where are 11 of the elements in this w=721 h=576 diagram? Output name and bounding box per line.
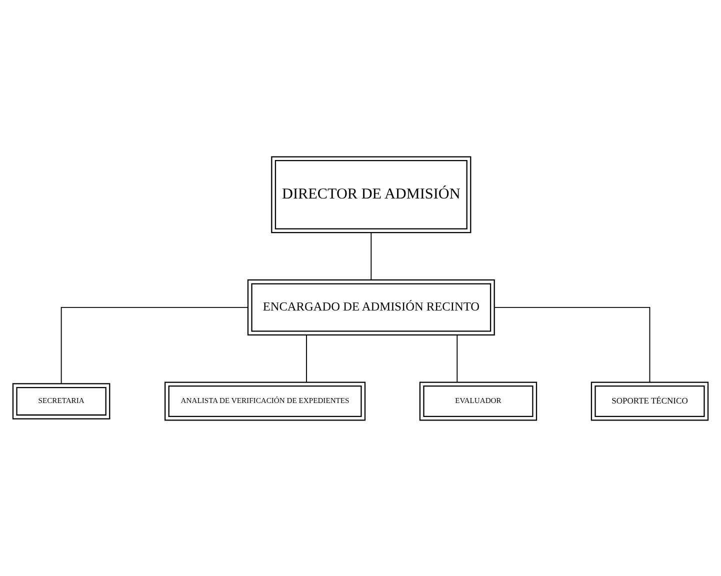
- node-box: SECRETARIA: [12, 382, 110, 419]
- node-box: ANALISTA DE VERIFICACIÓN DE EXPEDIENTES: [164, 381, 366, 420]
- connector: [456, 334, 458, 382]
- node-box: DIRECTOR DE ADMISIÓN: [271, 156, 472, 233]
- node-box: EVALUADOR: [419, 381, 538, 420]
- connector: [370, 232, 372, 280]
- connector: [60, 306, 248, 384]
- connector: [306, 334, 307, 382]
- node-box: ENCARGADO DE ADMISIÓN RECINTO: [247, 278, 495, 335]
- node-box: SOPORTE TÉCNICO: [590, 381, 709, 420]
- connector: [494, 306, 650, 382]
